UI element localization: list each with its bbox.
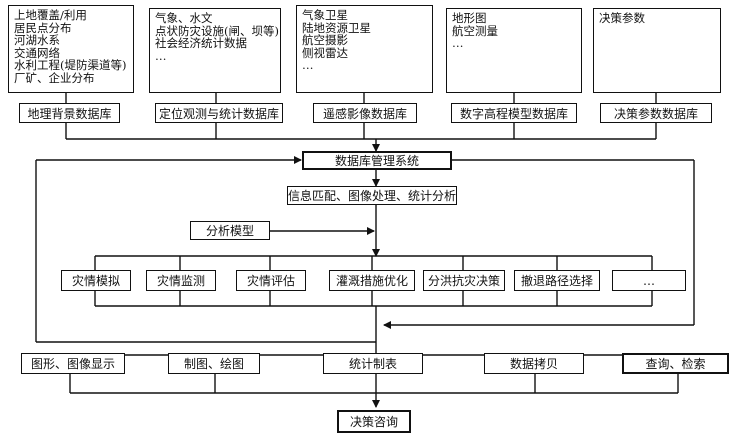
source-item: 点状防灾设施(闸、坝等) (155, 23, 279, 38)
module-box: 灌溉措施优化 (329, 270, 415, 291)
database-remote-sensing: 遥感影像数据库 (313, 103, 417, 123)
source-box-observation: 气象、水文 点状防灾设施(闸、坝等) 社会经济统计数据 … (149, 8, 281, 93)
source-item: 陆地资源卫星 (302, 20, 371, 35)
source-item: 地形图 (452, 11, 487, 25)
source-box-geographic: 上地覆盖/利用 居民点分布 河湖水系 交通网络 水利工程(堤防渠道等) 厂矿、企… (8, 5, 134, 93)
source-item: 侧视雷达 (302, 45, 348, 60)
source-item: 河湖水系 (14, 33, 60, 48)
database-dem: 数字高程模型数据库 (451, 103, 577, 123)
output-box: 图形、图像显示 (21, 353, 125, 374)
output-box: 数据拷贝 (484, 353, 584, 374)
source-item: … (452, 36, 464, 51)
source-item: 航空测量 (452, 23, 498, 38)
decision-consulting: 决策咨询 (337, 410, 411, 433)
source-box-dem: 地形图 航空测量 … (446, 8, 582, 93)
module-box: 灾情评估 (236, 270, 306, 291)
source-item: 气象、水文 (155, 11, 213, 25)
source-box-remote-sensing: 气象卫星 陆地资源卫星 航空摄影 侧视雷达 … (296, 5, 433, 93)
module-box: 灾情模拟 (61, 270, 131, 291)
analysis-model: 分析模型 (190, 221, 270, 240)
source-item: 水利工程(堤防渠道等) (14, 58, 127, 73)
source-item: … (302, 58, 314, 73)
processing-box: 信息匹配、图像处理、统计分析 (287, 186, 457, 205)
module-box: 撤退路径选择 (514, 270, 600, 291)
module-box: 分洪抗灾决策 (423, 270, 505, 291)
source-item: 决策参数 (599, 11, 645, 25)
database-geographic: 地理背景数据库 (19, 103, 120, 123)
source-item: … (14, 83, 26, 93)
database-decision: 决策参数数据库 (600, 103, 712, 123)
output-box: 制图、绘图 (168, 353, 260, 374)
source-item: 社会经济统计数据 (155, 36, 247, 51)
module-box: 灾情监测 (146, 270, 216, 291)
output-box: 查询、检索 (622, 353, 729, 374)
source-item: 航空摄影 (302, 33, 348, 48)
source-item: 居民点分布 (14, 20, 72, 35)
database-observation: 定位观测与统计数据库 (155, 103, 283, 123)
source-item: 交通网络 (14, 45, 60, 60)
source-item: 气象卫星 (302, 8, 348, 22)
source-item: 厂矿、企业分布 (14, 70, 95, 85)
module-box: … (612, 270, 686, 291)
source-item: 上地覆盖/利用 (14, 8, 87, 22)
database-management-system: 数据库管理系统 (302, 151, 452, 170)
source-box-decision: 决策参数 (593, 8, 721, 93)
source-item: … (155, 48, 167, 63)
output-box: 统计制表 (323, 353, 423, 374)
